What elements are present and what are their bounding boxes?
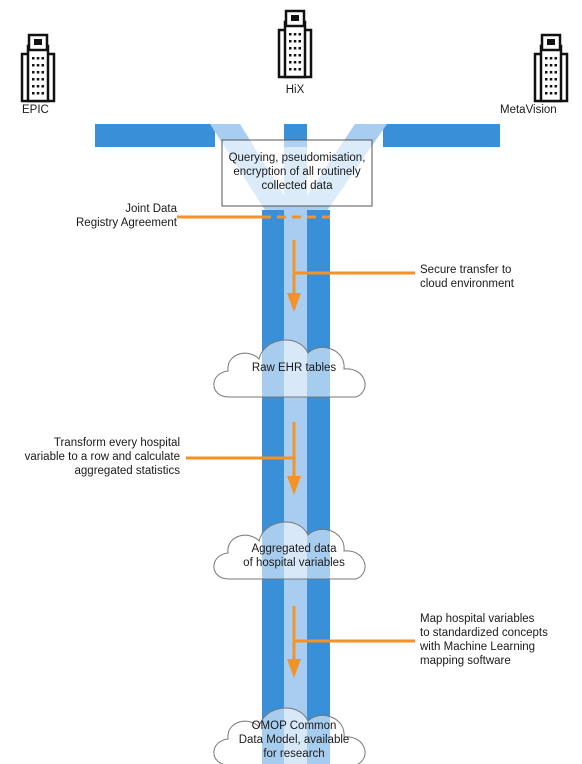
map-line3: with Machine Learning [420,641,536,653]
omop-line3: for research [263,748,325,760]
epic-label: EPIC [22,104,49,116]
query-box [221,139,373,207]
metavision-building-icon [533,33,569,103]
raw-ehr-label: Raw EHR tables [251,362,337,374]
metavision-pipe [383,124,500,147]
omop-line2: Data Model, available [238,734,350,746]
transform-line1: Transform every hospital [53,437,180,449]
epic-pipe [95,124,215,147]
query-box-line: collected data [261,180,333,192]
map-line2: to standardized concepts [420,627,548,639]
secure-transfer-label: Secure transfer to cloud environment [420,263,514,291]
secure-transfer-line2: cloud environment [420,278,514,290]
agreement-label: Joint Data Registry Agreement [60,202,177,230]
map-arrow-head [287,659,301,678]
agreement-line1: Joint Data [125,203,177,215]
query-box-line: Querying, pseudomisation, [228,152,366,164]
query-box-text: Querying, pseudomisation, encryption of … [222,151,372,193]
aggregated-label: Aggregated data of hospital variables [224,542,364,570]
query-box-line: encryption of all routinely [233,166,361,178]
omop-line1: OMOP Common [251,720,337,732]
map-label: Map hospital variables to standardized c… [420,612,548,668]
omop-label: OMOP Common Data Model, available for re… [224,719,364,761]
secure-transfer-line1: Secure transfer to [420,264,512,276]
transform-label: Transform every hospital variable to a r… [10,436,180,478]
aggregated-line1: Aggregated data [251,543,337,555]
transform-arrow-head [287,476,301,495]
metavision-label: MetaVision [500,104,557,116]
transfer-arrow-head [287,293,301,312]
hix-label: HiX [285,84,305,96]
epic-building-icon [20,33,56,103]
map-line4: mapping software [420,655,511,667]
hix-building-icon [277,9,313,79]
transform-line3: aggregated statistics [74,465,180,477]
transform-line2: variable to a row and calculate [24,451,180,463]
aggregated-line2: of hospital variables [243,557,345,569]
map-line1: Map hospital variables [420,613,535,625]
agreement-line2: Registry Agreement [76,217,177,229]
